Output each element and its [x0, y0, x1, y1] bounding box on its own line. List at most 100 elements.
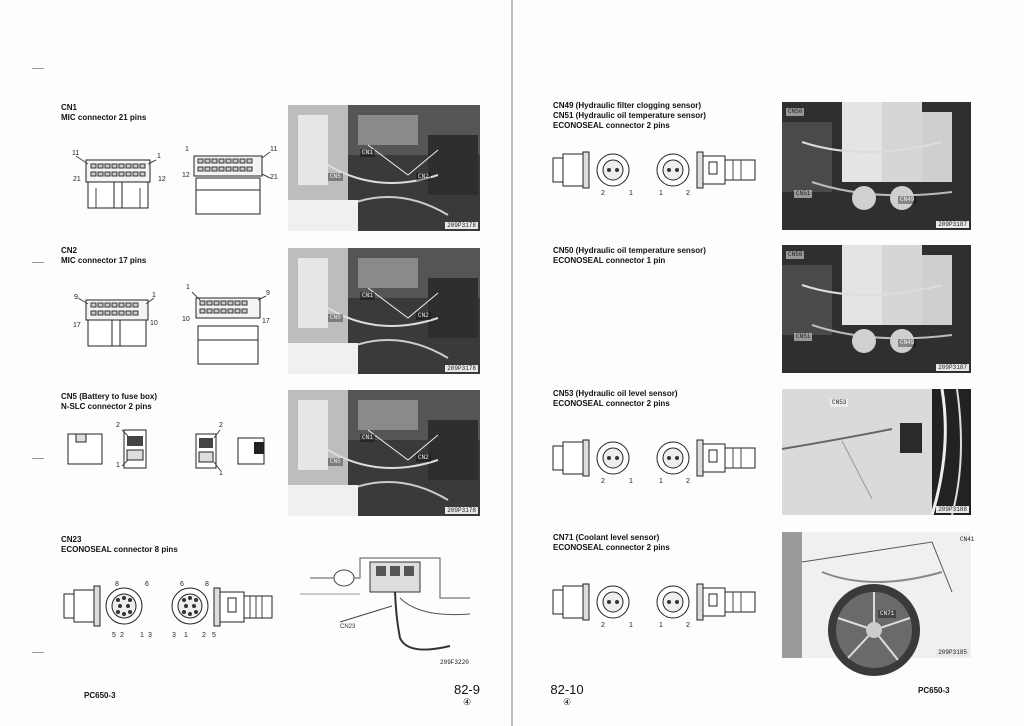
pin-label: 1 — [659, 190, 663, 197]
photo-cn1-location: CN1 CN2 CN5 209P3178 — [288, 105, 480, 231]
section-title-cn1: CN1 — [61, 103, 78, 112]
left-page: CN1 MIC connector 21 pins 11 1 21 12 — [0, 0, 511, 726]
pin-label: 2 — [601, 478, 605, 485]
page-number: 82-9 — [453, 682, 481, 697]
section-subtitle-cn50: ECONOSEAL connector 1 pin — [553, 256, 666, 265]
pin-label: 2 — [686, 622, 690, 629]
photo-callout: CN1 — [360, 292, 375, 300]
photo-callout: CN5 — [328, 458, 343, 466]
pin-label: 2 — [686, 190, 690, 197]
photo-callout: CN71 — [878, 610, 897, 618]
revision-mark: ④ — [562, 697, 572, 707]
pin-label: 2 — [686, 478, 690, 485]
connector-drawing-cn1-female: 1 11 12 21 — [182, 146, 282, 226]
section-subtitle-cn49: ECONOSEAL connector 2 pins — [553, 121, 670, 130]
photo-callout: CN51 — [794, 333, 813, 341]
revision-mark: ④ — [462, 697, 472, 707]
section-subtitle-cn2: MIC connector 17 pins — [61, 256, 147, 265]
pin-label: 1 — [219, 470, 223, 477]
pin-label: 1 — [152, 292, 156, 299]
pin-label: 1 — [157, 153, 161, 160]
connector-drawing-cn71-female: 1 2 — [653, 580, 763, 632]
photo-callout: CN50 — [786, 108, 805, 116]
pin-label: 2 — [601, 622, 605, 629]
photo-code: 209P3178 — [445, 507, 478, 514]
connector-drawing-cn53-male: 2 1 — [539, 436, 639, 488]
photo-callout: CN2 — [416, 454, 431, 462]
section-title-cn53: CN53 (Hydraulic oil level sensor) — [553, 389, 678, 398]
pin-label: 2 — [116, 422, 120, 429]
drawing-callout: CN23 — [340, 624, 356, 630]
binding-mark — [32, 458, 44, 459]
photo-cn2-location: CN1 CN2 CN5 209P3178 — [288, 248, 480, 374]
photo-callout: CN2 — [416, 312, 431, 320]
section-subtitle-cn5: N-SLC connector 2 pins — [61, 402, 152, 411]
page-number: 82-10 — [550, 682, 584, 697]
pin-label: 1 — [116, 462, 120, 469]
section-title-cn49: CN49 (Hydraulic filter clogging sensor) — [553, 101, 702, 110]
figure-code: 209F3220 — [440, 659, 469, 666]
section-subtitle-cn1: MIC connector 21 pins — [61, 113, 147, 122]
binding-mark — [32, 68, 44, 69]
pin-label: 2 — [601, 190, 605, 197]
photo-callout: CN41 — [960, 536, 975, 543]
connector-drawing-cn5-female: 2 1 — [186, 420, 296, 480]
pin-label: 12 — [158, 176, 166, 183]
connector-drawing-cn23-male: 8 6 5 2 1 3 — [60, 578, 160, 643]
section-title-cn23: CN23 — [61, 535, 82, 544]
pin-label: 10 — [150, 320, 158, 327]
photo-code: 209P3178 — [445, 365, 478, 372]
pin-label: 2 — [120, 632, 124, 639]
photo-callout: CN51 — [794, 190, 813, 198]
pin-label: 5 — [112, 632, 116, 639]
section-title-cn51: CN51 (Hydraulic oil temperature sensor) — [553, 111, 706, 120]
photo-code: 209P3185 — [936, 649, 969, 656]
connector-drawing-cn71-male: 2 1 — [539, 580, 639, 632]
pin-label: 1 — [629, 622, 633, 629]
pin-label: 12 — [182, 172, 190, 179]
connector-drawing-cn23-female: 6 8 3 1 2 5 — [166, 578, 278, 643]
connector-drawing-cn1-male: 11 1 21 12 — [66, 148, 166, 213]
photo-callout: CN5 — [328, 173, 343, 181]
pin-label: 1 — [659, 478, 663, 485]
section-title-cn50: CN50 (Hydraulic oil temperature sensor) — [553, 246, 706, 255]
pin-label: 10 — [182, 316, 190, 323]
page-gutter — [511, 0, 513, 726]
photo-cn53-location: CN53 209P3188 — [781, 388, 971, 516]
photo-callout: CN1 — [360, 434, 375, 442]
binding-mark — [32, 262, 44, 263]
photo-cn49-location: CN50 CN51 CN49 209P3187 — [782, 102, 971, 230]
photo-code: 209P3188 — [936, 506, 969, 513]
right-page: CN49 (Hydraulic filter clogging sensor) … — [513, 0, 1024, 726]
pin-label: 6 — [145, 581, 149, 588]
pin-label: 2 — [219, 422, 223, 429]
photo-callout: CN5 — [328, 314, 343, 322]
photo-code: 209P3178 — [445, 222, 478, 229]
pin-label: 11 — [72, 150, 80, 157]
photo-callout: CN53 — [830, 399, 849, 407]
section-subtitle-cn71: ECONOSEAL connector 2 pins — [553, 543, 670, 552]
pin-label: 1 — [140, 632, 144, 639]
section-subtitle-cn53: ECONOSEAL connector 2 pins — [553, 399, 670, 408]
pin-label: 3 — [148, 632, 152, 639]
photo-code: 209P3187 — [936, 221, 969, 228]
line-drawing-cn23-location: CN23 — [300, 538, 478, 658]
pin-label: 5 — [212, 632, 216, 639]
pin-label: 21 — [73, 176, 81, 183]
photo-callout: CN50 — [786, 251, 805, 259]
pin-label: 1 — [629, 190, 633, 197]
connector-drawing-cn49-male: 2 1 — [539, 148, 639, 200]
binding-mark — [32, 652, 44, 653]
pin-label: 9 — [266, 290, 270, 297]
photo-callout: CN49 — [898, 196, 917, 204]
photo-code: 209P3187 — [936, 364, 969, 371]
pin-label: 1 — [185, 146, 189, 153]
connector-drawing-cn49-female: 1 2 — [653, 148, 763, 200]
section-title-cn2: CN2 — [61, 246, 78, 255]
pin-label: 3 — [172, 632, 176, 639]
connector-drawing-cn5-male: 2 1 — [64, 420, 174, 480]
connector-drawing-cn53-female: 1 2 — [653, 436, 763, 488]
photo-callout: CN49 — [898, 339, 917, 347]
footer-model: PC650-3 — [918, 686, 950, 695]
pin-label: 1 — [184, 632, 188, 639]
